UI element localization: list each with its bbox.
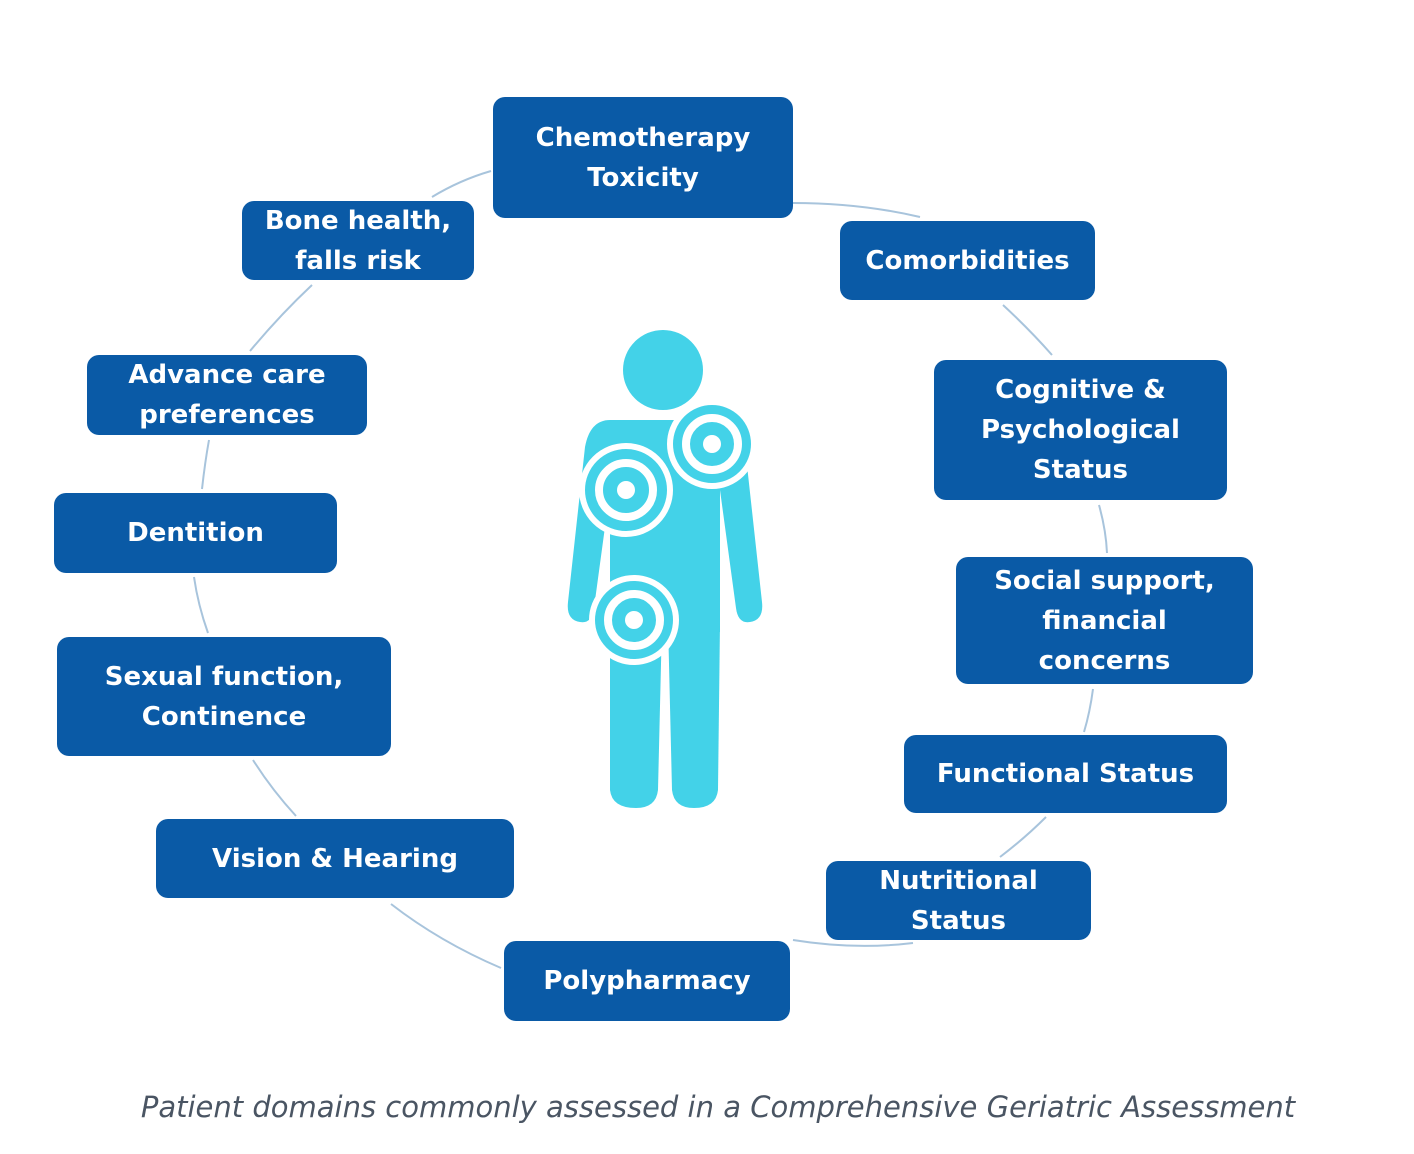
connector-dentition-advance: [201, 439, 210, 490]
domain-bone-health-falls-risk: Bone health, falls risk: [242, 201, 474, 280]
connector-nutritional-polypharmacy: [792, 939, 914, 947]
connector-sexual-dentition: [193, 576, 209, 634]
connector-cognitive-social: [1098, 504, 1108, 554]
domain-dentition: Dentition: [54, 493, 337, 573]
domain-social-support-financial: Social support, financial concerns: [956, 557, 1253, 684]
connector-social-functional: [1083, 688, 1094, 733]
target-marker-chest-icon: [579, 443, 673, 537]
target-marker-right-shoulder-icon: [667, 399, 757, 489]
connector-bone-chemo: [431, 170, 492, 198]
figure-head: [623, 330, 703, 410]
connector-vision-sexual: [252, 759, 297, 817]
connector-functional-nutritional: [999, 816, 1047, 858]
connector-advance-bone: [249, 284, 313, 352]
figure-leg-right: [668, 622, 720, 808]
domain-advance-care-preferences: Advance care preferences: [87, 355, 367, 435]
target-marker-abdomen-icon: [589, 575, 679, 665]
person-with-target-markers-icon: [567, 330, 763, 808]
connector-comorb-cognitive: [1002, 304, 1053, 356]
domain-functional-status: Functional Status: [904, 735, 1227, 813]
domain-sexual-function-continence: Sexual function, Continence: [57, 637, 391, 756]
domain-cognitive-psychological-status: Cognitive & Psychological Status: [934, 360, 1227, 500]
domain-vision-hearing: Vision & Hearing: [156, 819, 514, 898]
domain-nutritional-status: Nutritional Status: [826, 861, 1091, 940]
domain-chemotherapy-toxicity: Chemotherapy Toxicity: [493, 97, 793, 218]
figure-leg-left: [610, 622, 662, 808]
figure-caption: Patient domains commonly assessed in a C…: [140, 1090, 1296, 1124]
domain-comorbidities: Comorbidities: [840, 221, 1095, 300]
domain-polypharmacy: Polypharmacy: [504, 941, 790, 1021]
connector-polypharmacy-vision: [390, 903, 502, 969]
connector-chemo-comorb: [792, 202, 921, 218]
